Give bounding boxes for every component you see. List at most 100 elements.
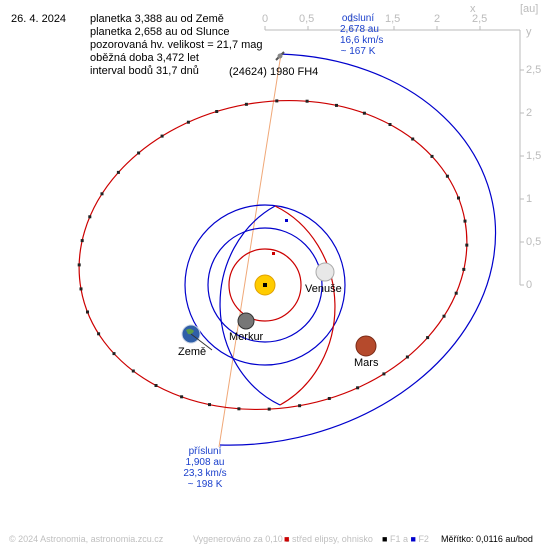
center-legend-label: střed elipsy, ohnisko — [291, 534, 373, 544]
venus — [315, 262, 335, 282]
focus2-marker — [285, 219, 288, 222]
orbit-point — [137, 151, 141, 155]
info-magnitude: pozorovaná hv. velikost = 21,7 mag — [90, 39, 263, 51]
ellipse-center-marker — [272, 252, 275, 255]
orbit-point — [160, 134, 164, 138]
orbit-point — [116, 170, 120, 174]
earth-orbit — [184, 204, 346, 366]
footer-generated: Vygenerováno za 0,10 s — [193, 534, 290, 544]
orbit-point — [154, 384, 158, 387]
orbit-point — [180, 395, 184, 399]
orbit-point — [445, 174, 449, 178]
orbit-point — [80, 239, 84, 243]
aphelion-temperature: ~ 167 K — [340, 46, 376, 57]
info-distance-earth: planetka 3,388 au od Země — [90, 13, 224, 25]
focus1-marker — [263, 283, 267, 287]
footer-scale: Měřítko: 0,0116 au/bod — [441, 534, 533, 544]
orbit-point — [327, 397, 331, 400]
orbit-point — [411, 137, 415, 141]
orbit-point — [356, 386, 360, 390]
info-period: oběžná doba 3,472 let — [90, 52, 199, 64]
orbit-point — [100, 192, 104, 196]
focus1-legend-marker: ■ — [382, 534, 388, 544]
mars — [355, 335, 377, 357]
orbit-point — [186, 120, 190, 124]
orbit-point — [88, 215, 92, 219]
mars-label: Mars — [354, 357, 379, 369]
y-tick-label: 1 — [526, 193, 533, 205]
y-axis — [519, 30, 524, 286]
orbit-point — [112, 352, 116, 356]
orbit-point — [465, 243, 469, 247]
axis-unit: [au] — [520, 3, 539, 15]
footer-copyright: © 2024 Astronomia, astronomia.zcu.cz — [9, 534, 164, 544]
perihelion-speed: 23,3 km/s — [183, 468, 227, 479]
mars-orbit-lower — [219, 205, 281, 406]
orbit-point — [388, 123, 392, 126]
asteroid-label: (24624) 1980 FH4 — [229, 66, 319, 78]
mars-orbit-upper — [274, 205, 336, 406]
focus1-legend-label: F1 a — [389, 534, 408, 544]
x-axis — [264, 26, 520, 31]
orbit-point — [86, 310, 89, 314]
mercury-label: Merkur — [229, 331, 264, 343]
info-distance-sun: planetka 2,658 au od Slunce — [90, 26, 230, 38]
orbit-point — [405, 355, 409, 359]
info-interval: interval bodů 31,7 dnů — [90, 65, 199, 77]
orbit-point — [79, 287, 83, 291]
earth-label: Země — [178, 346, 207, 358]
orbit-point — [382, 372, 386, 376]
x-tick-label: 0,5 — [299, 13, 315, 25]
y-axis-name: y — [526, 26, 532, 38]
asteroid-orbit-points — [77, 99, 469, 411]
earth-continent — [186, 328, 194, 335]
y-tick-label: 0 — [526, 279, 533, 291]
aphelion-speed: 16,6 km/s — [340, 35, 384, 46]
orbit-point — [305, 99, 309, 103]
mercury-orbit — [228, 248, 302, 322]
orbit-point — [442, 314, 446, 318]
center-legend-marker: ■ — [284, 534, 290, 544]
venus-orbit — [207, 227, 323, 343]
aphelion-distance: 2,678 au — [340, 24, 379, 35]
x-axis-name: x — [470, 3, 476, 15]
orbit-point — [430, 154, 434, 158]
y-tick-label: 2 — [526, 107, 533, 119]
x-tick-label: 0 — [262, 13, 269, 25]
orbit-point — [462, 267, 466, 271]
mercury — [237, 312, 255, 330]
aphelion-title: odsluní — [341, 13, 375, 24]
asteroid-orbit-below-ecliptic — [219, 53, 497, 446]
perihelion-distance: 1,908 au — [185, 457, 225, 468]
orbit-point — [97, 332, 101, 336]
focus2-legend-label: F2 — [418, 534, 429, 544]
apsis-line — [218, 53, 282, 448]
orbit-point — [335, 103, 338, 107]
orbit-point — [362, 111, 366, 115]
orbit-point — [426, 336, 430, 340]
orbit-point — [244, 102, 248, 106]
orbit-point — [77, 263, 81, 267]
perihelion-temperature: ~ 198 K — [187, 479, 223, 490]
footer-center-legend: ■ střed elipsy, ohnisko — [284, 534, 373, 544]
orbit-point — [463, 219, 467, 223]
orbit-point — [267, 407, 271, 411]
x-tick-label: 2 — [434, 13, 441, 25]
date-label: 26. 4. 2024 — [11, 13, 67, 25]
aphelion-info: odsluní 2,678 au 16,6 km/s ~ 167 K — [340, 13, 384, 57]
perihelion-title: přísluní — [188, 446, 222, 457]
asteroid — [275, 51, 285, 61]
orbit-point — [131, 369, 135, 373]
x-tick-label: 1 — [348, 13, 355, 25]
x-tick-label: 2,5 — [472, 13, 488, 25]
orbit-point — [275, 99, 279, 103]
orbit-point — [298, 404, 302, 408]
earth-marker-line — [190, 333, 213, 351]
y-tick-label: 2,5 — [526, 64, 542, 76]
x-tick-label: 1,5 — [385, 13, 401, 25]
y-tick-label: 0,5 — [526, 236, 542, 248]
orbit-point — [454, 291, 458, 295]
perihelion-info: přísluní 1,908 au 23,3 km/s ~ 198 K — [180, 446, 230, 490]
